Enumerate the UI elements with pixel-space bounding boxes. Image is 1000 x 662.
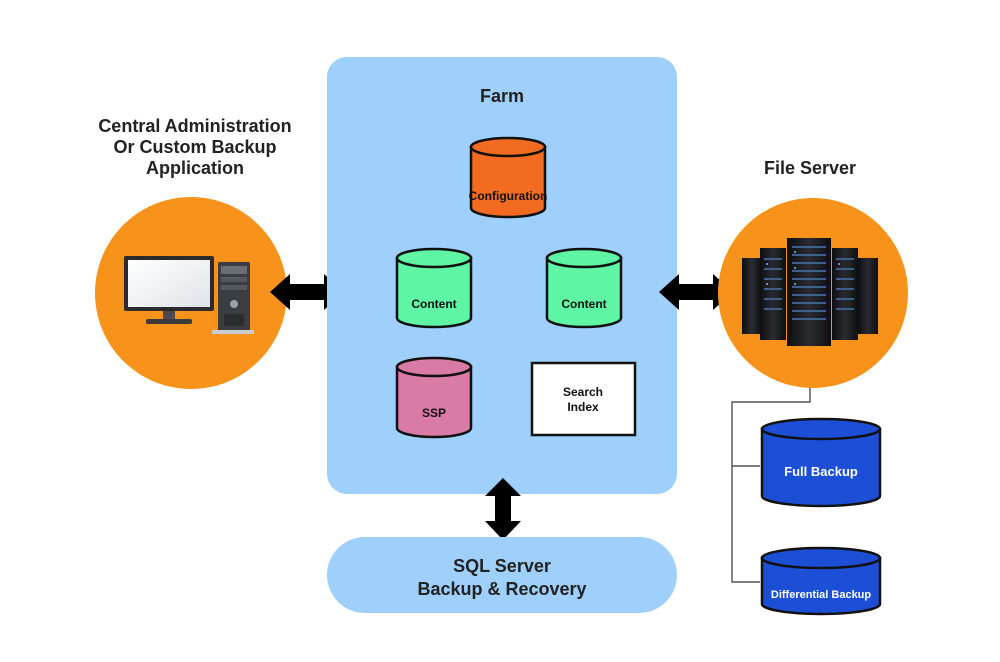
content-database-2: Content bbox=[545, 247, 623, 329]
desktop-computer-icon bbox=[124, 256, 254, 334]
svg-text:SQL Server: SQL Server bbox=[453, 556, 551, 576]
svg-text:Index: Index bbox=[567, 400, 599, 414]
svg-text:Full Backup: Full Backup bbox=[784, 464, 858, 479]
svg-text:Configuration: Configuration bbox=[469, 189, 548, 203]
configuration-database: Configuration bbox=[469, 136, 548, 219]
full-backup-database: Full Backup bbox=[760, 417, 882, 508]
ssp-database: SSP bbox=[395, 356, 473, 439]
sql-server-pill bbox=[327, 537, 677, 613]
content-database-1: Content bbox=[395, 247, 473, 329]
search-index-box: Search Index bbox=[530, 361, 637, 437]
farm-title: Farm bbox=[480, 86, 524, 106]
svg-text:Application: Application bbox=[146, 158, 244, 178]
client-farm-arrow bbox=[270, 274, 344, 310]
svg-text:Differential Backup: Differential Backup bbox=[771, 589, 872, 601]
backup-connector bbox=[731, 388, 811, 583]
differential-backup-database: Differential Backup bbox=[760, 546, 882, 616]
farm-fileserver-arrow bbox=[659, 274, 733, 310]
farm-sql-arrow bbox=[485, 478, 521, 540]
server-rack-icon bbox=[742, 238, 878, 346]
left-client-label: Central Administration Or Custom Backup … bbox=[98, 116, 291, 178]
svg-text:Central Administration: Central Administration bbox=[98, 116, 291, 136]
sql-server-label: SQL Server Backup & Recovery bbox=[417, 556, 586, 599]
svg-text:Backup & Recovery: Backup & Recovery bbox=[417, 579, 586, 599]
svg-text:SSP: SSP bbox=[422, 406, 446, 420]
file-server-label: File Server bbox=[764, 158, 856, 178]
svg-text:Content: Content bbox=[411, 297, 456, 311]
svg-text:Search: Search bbox=[563, 385, 603, 399]
svg-text:Or Custom Backup: Or Custom Backup bbox=[113, 137, 276, 157]
svg-text:Content: Content bbox=[561, 297, 606, 311]
